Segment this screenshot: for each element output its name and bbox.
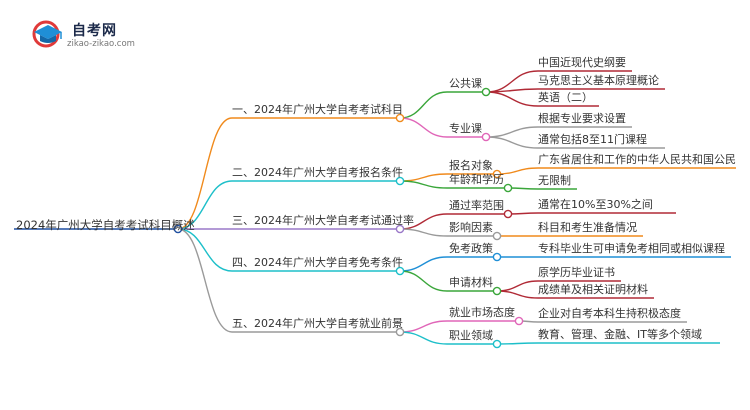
subbranch-knob-2-1[interactable]: [492, 169, 502, 179]
subbranch-connector-5-1: [399, 320, 448, 333]
root-topic[interactable]: 2024年广州大学自考考试科目概述: [16, 218, 195, 232]
subbranch-connector-5-2: [399, 331, 448, 345]
subbranch-connector-3-2: [399, 228, 448, 237]
branch-label-1[interactable]: 一、2024年广州大学自考考试科目: [232, 103, 403, 116]
leaf-label-2-1-1[interactable]: 广东省居住和工作的中华人民共和国公民: [538, 153, 736, 166]
leaf-label-4-2-2[interactable]: 成绩单及相关证明材料: [538, 283, 648, 296]
leaf-label-2-2-1[interactable]: 无限制: [538, 174, 571, 187]
logo-title: 自考网: [72, 23, 117, 39]
leaf-connector-3-1-1: [507, 212, 539, 215]
branch-knob-3[interactable]: [395, 224, 405, 234]
graduation-cap-icon: [32, 20, 62, 48]
leaf-label-5-2-1[interactable]: 教育、管理、金融、IT等多个领域: [538, 328, 702, 341]
leaf-label-3-2-1[interactable]: 科目和考生准备情况: [538, 221, 637, 234]
leaf-connector-1-2-2: [485, 136, 539, 149]
leaf-label-4-2-1[interactable]: 原学历毕业证书: [538, 266, 615, 279]
leaf-label-4-1-1[interactable]: 专科毕业生可申请免考相同或相似课程: [538, 242, 725, 255]
subbranch-label-4-2[interactable]: 申请材料: [449, 276, 493, 289]
subbranch-label-2-1[interactable]: 报名对象: [449, 159, 493, 172]
subbranch-connector-4-2: [399, 270, 448, 292]
branch-connector-1: [177, 117, 233, 230]
subbranch-knob-5-2[interactable]: [492, 339, 502, 349]
subbranch-label-2-2[interactable]: 年龄和学历: [449, 173, 504, 186]
subbranch-knob-5-1[interactable]: [514, 316, 524, 326]
subbranch-label-1-1[interactable]: 公共课: [449, 77, 482, 90]
leaf-label-1-1-1[interactable]: 中国近现代史纲要: [538, 56, 626, 69]
branch-knob-1[interactable]: [395, 113, 405, 123]
branch-connector-5: [177, 228, 233, 333]
subbranch-label-1-2[interactable]: 专业课: [449, 122, 482, 135]
leaf-connector-1-2-1: [485, 126, 539, 138]
subbranch-connector-4-1: [399, 256, 448, 272]
site-logo[interactable]: [30, 18, 64, 52]
subbranch-knob-4-2[interactable]: [492, 286, 502, 296]
root-knob[interactable]: [173, 224, 183, 234]
leaf-connector-4-2-2: [496, 290, 539, 299]
subbranch-knob-1-1[interactable]: [481, 87, 491, 97]
leaf-label-5-1-1[interactable]: 企业对自考本科生持积极态度: [538, 307, 681, 320]
branch-label-3[interactable]: 三、2024年广州大学自考考试通过率: [232, 214, 414, 227]
subbranch-label-4-1[interactable]: 免考政策: [449, 242, 493, 255]
branch-knob-5[interactable]: [395, 327, 405, 337]
subbranch-knob-3-2[interactable]: [492, 231, 502, 241]
branch-label-2[interactable]: 二、2024年广州大学自考报名条件: [232, 166, 403, 179]
subbranch-connector-2-2: [399, 180, 448, 189]
leaf-label-1-1-3[interactable]: 英语（二）: [538, 91, 593, 104]
subbranch-label-5-1[interactable]: 就业市场态度: [449, 306, 515, 319]
subbranch-knob-1-2[interactable]: [481, 132, 491, 142]
leaf-label-1-2-2[interactable]: 通常包括8至11门课程: [538, 133, 647, 146]
subbranch-label-3-1[interactable]: 通过率范围: [449, 199, 504, 212]
leaf-connector-1-1-3: [485, 91, 539, 107]
leaf-label-1-2-1[interactable]: 根据专业要求设置: [538, 112, 626, 125]
subbranch-label-3-2[interactable]: 影响因素: [449, 221, 493, 234]
branch-knob-2[interactable]: [395, 176, 405, 186]
subbranch-knob-4-1[interactable]: [492, 252, 502, 262]
leaf-connector-1-1-2: [485, 88, 539, 93]
subbranch-knob-3-1[interactable]: [503, 209, 513, 219]
leaf-label-3-1-1[interactable]: 通常在10%至30%之间: [538, 198, 653, 211]
branch-knob-4[interactable]: [395, 266, 405, 276]
leaf-connector-2-2-1: [507, 187, 539, 190]
subbranch-connector-2-1: [399, 173, 448, 182]
leaf-connector-4-2-1: [496, 280, 539, 292]
subbranch-knob-2-2[interactable]: [503, 183, 513, 193]
leaf-label-1-1-2[interactable]: 马克思主义基本原理概论: [538, 74, 659, 87]
branch-label-5[interactable]: 五、2024年广州大学自考就业前景: [232, 317, 403, 330]
leaf-connector-2-1-1: [496, 167, 539, 175]
branch-label-4[interactable]: 四、2024年广州大学自考免考条件: [232, 256, 403, 269]
branch-connector-2: [177, 180, 233, 230]
subbranch-connector-1-1: [399, 91, 448, 119]
logo-subtitle: zikao-zikao.com: [67, 39, 135, 49]
subbranch-connector-1-2: [399, 117, 448, 138]
branch-connector-4: [177, 228, 233, 272]
subbranch-label-5-2[interactable]: 职业领域: [449, 329, 493, 342]
leaf-connector-5-2-1: [496, 342, 539, 345]
